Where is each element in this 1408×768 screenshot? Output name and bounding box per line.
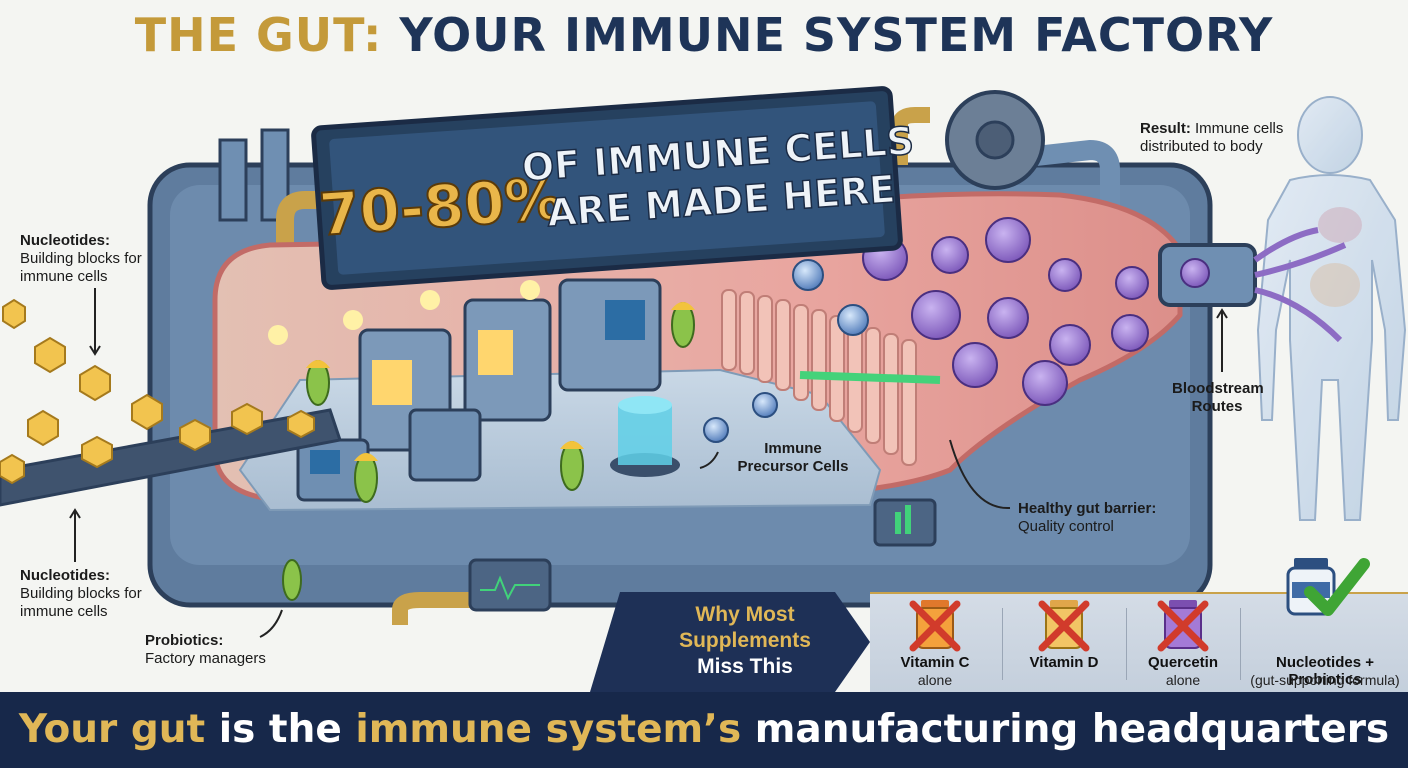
supplement-name: Vitamin D (1029, 654, 1099, 671)
label-result-bold: Result: (1140, 120, 1191, 137)
supplement-nucleotides-probiotics: Nucleotides + Probiotics (gut-supporting… (1242, 558, 1408, 694)
divider (1240, 608, 1241, 680)
label-bloodstream-text: Bloodstream Routes (1172, 380, 1264, 415)
stat-banner (311, 86, 903, 290)
label-probiotics-text: Factory managers (145, 650, 266, 667)
supplement-quercetin: Quercetin alone (1128, 594, 1238, 694)
why-heading: Why Most Supplements Miss This (630, 602, 860, 680)
label-result-text: Immune cells distributed to body (1140, 120, 1284, 155)
supplement-name: Nucleotides + Probiotics (1276, 654, 1374, 688)
title-main: YOUR IMMUNE SYSTEM FACTORY (399, 8, 1274, 62)
supplement-name: Vitamin C (900, 654, 970, 671)
supplement-vitamin-c: Vitamin C alone (870, 594, 1000, 694)
label-gut-barrier-bold: Healthy gut barrier: (1018, 500, 1157, 517)
immune-cells (703, 217, 1149, 443)
supplement-name: Quercetin (1147, 654, 1219, 671)
human-body-silhouette (1256, 96, 1407, 521)
why-heading-gold: Why Most Supplements (679, 603, 811, 652)
supplement-sub: alone (917, 672, 953, 688)
production-machines (268, 278, 680, 502)
annotation-pointers (69, 288, 1228, 638)
footer-part1: Your gut (18, 707, 206, 752)
divider (1002, 608, 1003, 680)
title-highlight: THE GUT: (134, 8, 383, 62)
label-nucleotides-bottom-text: Building blocks for immune cells (20, 585, 142, 620)
why-heading-box (590, 592, 870, 692)
cross-icon (1038, 600, 1090, 652)
label-nucleotides-bottom: Nucleotides: Building blocks for immune … (20, 567, 160, 621)
supplement-sub: alone (1165, 672, 1201, 688)
supplement-comparison: Why Most Supplements Miss This Vitamin C… (590, 558, 1408, 694)
supplement-options: Vitamin C alone Vitamin D Quercetin alo (870, 558, 1408, 694)
why-heading-white: Miss This (697, 655, 793, 678)
label-nucleotides-top-text: Building blocks for immune cells (20, 250, 142, 285)
footer-part3: immune system’s (355, 707, 742, 752)
supplement-sub: (gut-supporting formula) (1250, 672, 1400, 688)
footer-part4: manufacturing headquarters (741, 707, 1390, 752)
gut-factory-illustration: 70-80% OF IMMUNE CELLS ARE MADE HERE (0, 86, 1407, 638)
checkmark-icon (1286, 558, 1370, 616)
label-precursor-cells: Immune Precursor Cells (728, 440, 858, 476)
label-nucleotides-top-bold: Nucleotides: (20, 232, 111, 249)
label-precursor-text: Immune Precursor Cells (737, 440, 849, 475)
footer-part2: is the (205, 707, 356, 752)
banner-percent: 70-80% (317, 164, 565, 249)
label-gut-barrier-text: Quality control (1018, 518, 1114, 535)
gut-barrier-villi (721, 289, 917, 466)
cross-icon (1157, 600, 1209, 652)
supplement-vitamin-d: Vitamin D (1004, 594, 1124, 694)
nucleotide-conveyor (0, 298, 342, 507)
footer-tagline: Your gut is the immune system’s manufact… (0, 692, 1408, 768)
label-probiotics: Probiotics: Factory managers (145, 632, 295, 668)
label-probiotics-bold: Probiotics: (145, 632, 224, 649)
label-bloodstream: Bloodstream Routes (1172, 380, 1264, 416)
outlet-tube (1158, 227, 1347, 343)
page-title: THE GUT: YOUR IMMUNE SYSTEM FACTORY (0, 8, 1408, 62)
label-nucleotides-top: Nucleotides: Building blocks for immune … (20, 232, 160, 286)
divider (1126, 608, 1127, 680)
probiotic-workers (282, 302, 695, 601)
label-gut-barrier: Healthy gut barrier: Quality control (1018, 500, 1188, 536)
cross-icon (909, 600, 961, 652)
label-result: Result: Immune cells distributed to body (1140, 120, 1300, 156)
label-nucleotides-bottom-bold: Nucleotides: (20, 567, 111, 584)
